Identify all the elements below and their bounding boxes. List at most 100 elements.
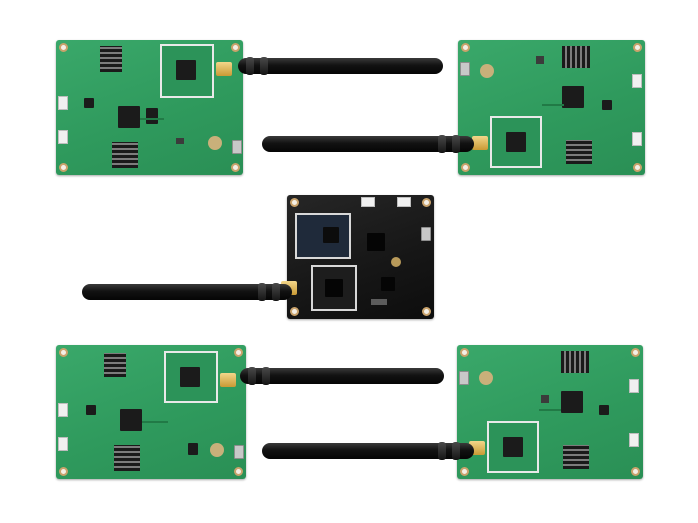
microcontroller bbox=[367, 233, 385, 251]
pin-header bbox=[561, 351, 589, 373]
top-connector bbox=[361, 197, 375, 207]
rf-chip bbox=[176, 60, 196, 80]
side-connector bbox=[58, 437, 68, 451]
mounting-hole bbox=[631, 467, 640, 476]
pcb-trace bbox=[542, 104, 564, 106]
rf-module bbox=[160, 44, 214, 98]
pcb-trace bbox=[140, 118, 164, 120]
antenna-joint bbox=[452, 135, 460, 153]
smd-component bbox=[371, 299, 387, 305]
antenna bbox=[82, 283, 292, 301]
usb-port bbox=[232, 140, 242, 154]
top-connector bbox=[397, 197, 411, 207]
rf-chip bbox=[325, 279, 343, 297]
mounting-hole bbox=[631, 348, 640, 357]
antenna bbox=[240, 367, 444, 385]
mounting-hole bbox=[234, 348, 243, 357]
rf-chip bbox=[503, 437, 523, 457]
board-center bbox=[281, 195, 434, 319]
wifi-module bbox=[295, 213, 351, 259]
pin-header bbox=[104, 353, 126, 377]
mounting-hole bbox=[460, 348, 469, 357]
small-ic bbox=[381, 277, 395, 291]
capacitor bbox=[210, 443, 224, 457]
rf-chip bbox=[180, 367, 200, 387]
mounting-hole bbox=[422, 198, 431, 207]
small-ic bbox=[599, 405, 609, 415]
small-ic bbox=[84, 98, 94, 108]
pin-header bbox=[566, 140, 592, 164]
pin-header bbox=[562, 46, 590, 68]
rf-chip bbox=[506, 132, 526, 152]
capacitor bbox=[479, 371, 493, 385]
pcb-trace bbox=[142, 421, 168, 423]
side-connector bbox=[629, 433, 639, 447]
rf-module bbox=[164, 351, 218, 403]
mounting-hole bbox=[633, 163, 642, 172]
mounting-hole bbox=[422, 307, 431, 316]
mounting-hole bbox=[290, 198, 299, 207]
board-bottom-left bbox=[56, 345, 246, 479]
mounting-hole bbox=[633, 43, 642, 52]
mounting-hole bbox=[461, 163, 470, 172]
capacitor bbox=[391, 257, 401, 267]
antenna-joint bbox=[262, 367, 270, 385]
rf-module bbox=[487, 421, 539, 473]
usb-port bbox=[421, 227, 431, 241]
small-ic bbox=[602, 100, 612, 110]
antenna-joint bbox=[438, 442, 446, 460]
microcontroller bbox=[118, 106, 140, 128]
board-bottom-right bbox=[457, 345, 643, 479]
antenna-joint bbox=[248, 367, 256, 385]
side-connector bbox=[632, 74, 642, 88]
side-connector bbox=[58, 130, 68, 144]
antenna-joint bbox=[246, 57, 254, 75]
mounting-hole bbox=[59, 43, 68, 52]
antenna bbox=[238, 57, 443, 75]
pin-header bbox=[112, 142, 138, 168]
sma-connector bbox=[216, 62, 232, 76]
mounting-hole bbox=[234, 467, 243, 476]
side-connector bbox=[629, 379, 639, 393]
rf-module bbox=[490, 116, 542, 168]
pcb-trace bbox=[539, 409, 561, 411]
mounting-hole bbox=[461, 43, 470, 52]
pin-header bbox=[563, 445, 589, 469]
board-top-right bbox=[458, 40, 645, 175]
mounting-hole bbox=[231, 163, 240, 172]
board-top-left bbox=[56, 40, 243, 175]
mounting-hole bbox=[290, 307, 299, 316]
mounting-hole bbox=[59, 348, 68, 357]
smd-component bbox=[536, 56, 544, 64]
antenna-joint bbox=[260, 57, 268, 75]
antenna bbox=[262, 442, 474, 460]
sma-connector bbox=[220, 373, 236, 387]
mounting-hole bbox=[231, 43, 240, 52]
microcontroller bbox=[562, 86, 584, 108]
pin-header bbox=[100, 46, 122, 72]
side-connector bbox=[58, 403, 68, 417]
usb-port bbox=[459, 371, 469, 385]
microcontroller bbox=[561, 391, 583, 413]
antenna-joint bbox=[272, 283, 280, 301]
wifi-chip bbox=[323, 227, 339, 243]
usb-port bbox=[460, 62, 470, 76]
antenna-joint bbox=[452, 442, 460, 460]
side-connector bbox=[58, 96, 68, 110]
small-ic bbox=[188, 443, 198, 455]
side-connector bbox=[632, 132, 642, 146]
rf-module bbox=[311, 265, 357, 311]
smd-component bbox=[176, 138, 184, 144]
sma-connector bbox=[472, 136, 488, 150]
capacitor bbox=[208, 136, 222, 150]
small-ic bbox=[146, 108, 158, 124]
microcontroller bbox=[120, 409, 142, 431]
antenna-joint bbox=[438, 135, 446, 153]
smd-component bbox=[541, 395, 549, 403]
mounting-hole bbox=[59, 467, 68, 476]
capacitor bbox=[480, 64, 494, 78]
usb-port bbox=[234, 445, 244, 459]
pin-header bbox=[114, 445, 140, 471]
mounting-hole bbox=[59, 163, 68, 172]
